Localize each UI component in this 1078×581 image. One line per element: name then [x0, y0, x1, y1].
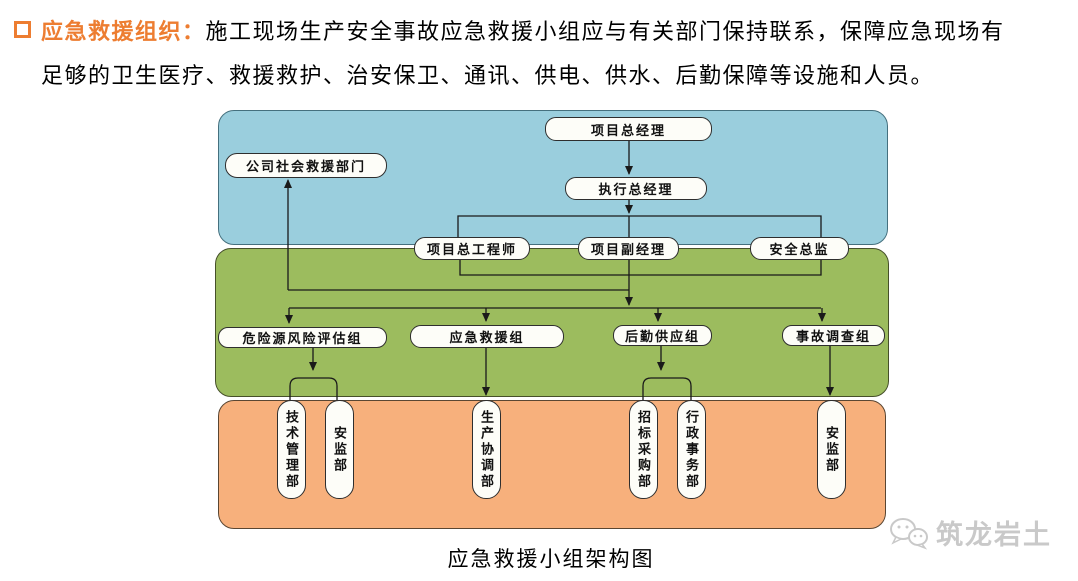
dept-administrative-affairs: 行政事务部 [677, 400, 706, 499]
node-company-social-rescue-dept: 公司社会救援部门 [225, 153, 387, 178]
wechat-bubbles-icon [890, 517, 928, 550]
dept-safety-supervision-left: 安监部 [325, 400, 354, 499]
node-chief-safety-supervisor: 安全总监 [750, 237, 849, 260]
diagram-caption: 应急救援小组架构图 [447, 547, 655, 571]
header-line-1: 应急救援组织：施工现场生产安全事故应急救援小组应与有关部门保持联系，保障应急现场… [41, 14, 1005, 46]
dept-bidding-procurement: 招标采购部 [629, 400, 658, 499]
node-accident-investigation-team: 事故调查组 [782, 325, 885, 346]
node-logistics-supply-team: 后勤供应组 [613, 325, 712, 346]
node-emergency-rescue-team: 应急救援组 [410, 325, 564, 348]
header-topic-label: 应急救援组织： [41, 19, 206, 44]
orange-square-bullet-icon [14, 21, 31, 38]
team-level-band [215, 248, 889, 397]
dept-safety-supervision-right: 安监部 [817, 400, 846, 499]
node-project-deputy-manager: 项目副经理 [578, 237, 679, 260]
node-project-chief-engineer: 项目总工程师 [414, 237, 530, 260]
node-project-general-manager: 项目总经理 [545, 117, 712, 141]
header-line-1-text: 施工现场生产安全事故应急救援小组应与有关部门保持联系，保障应急现场有 [205, 19, 1005, 44]
node-executive-general-manager: 执行总经理 [565, 177, 707, 200]
watermark-text: 筑龙岩土 [936, 520, 1052, 550]
dept-technical-management: 技术管理部 [277, 400, 306, 499]
header-line-2: 足够的卫生医疗、救援救护、治安保卫、通讯、供电、供水、后勤保障等设施和人员。 [41, 63, 935, 88]
watermark: 筑龙岩土 [888, 513, 1052, 552]
dept-production-coordination: 生产协调部 [472, 400, 501, 499]
node-hazard-risk-assessment-team: 危险源风险评估组 [218, 327, 387, 348]
